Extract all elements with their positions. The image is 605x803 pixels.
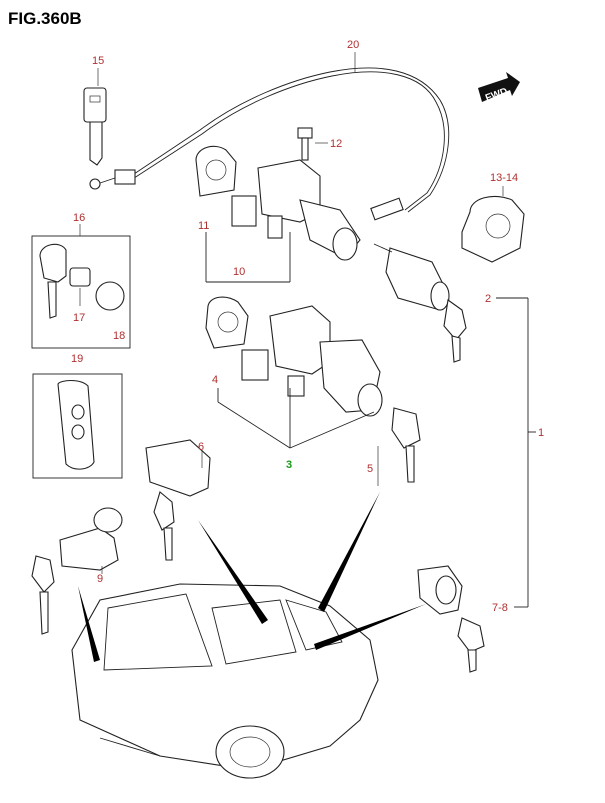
label-7-8: 7-8 — [492, 602, 508, 614]
forward-arrow-icon: FWD — [478, 72, 520, 104]
label-13-14: 13-14 — [490, 172, 518, 184]
lock-part-7-8[interactable] — [417, 565, 485, 673]
ignition-lock-assembly-3[interactable] — [205, 296, 421, 483]
label-3[interactable]: 3 — [286, 459, 292, 471]
key-part-15[interactable] — [83, 68, 107, 166]
label-9: 9 — [97, 573, 103, 585]
door-lock-cylinder-2[interactable] — [373, 243, 467, 363]
assembly-bracket-1 — [496, 297, 536, 608]
pointer-arrows — [78, 492, 426, 662]
cable-part[interactable] — [89, 52, 450, 221]
latch-part-6[interactable] — [145, 439, 211, 561]
label-10: 10 — [233, 266, 245, 278]
label-5: 5 — [367, 463, 373, 475]
figure-title: FIG.360B — [8, 9, 82, 28]
label-4: 4 — [212, 374, 218, 386]
label-1: 1 — [538, 427, 544, 439]
label-12: 12 — [330, 138, 342, 150]
cylinder-part-9[interactable] — [31, 507, 123, 635]
key-box-16[interactable] — [31, 224, 131, 349]
bolt-part-12[interactable] — [297, 127, 328, 161]
label-2: 2 — [485, 293, 491, 305]
label-19: 19 — [71, 353, 83, 365]
label-15: 15 — [92, 55, 104, 67]
assembly-bracket-10 — [205, 232, 291, 283]
sensor-part-13-14[interactable] — [461, 186, 525, 263]
vehicle-illustration — [71, 583, 379, 779]
label-20: 20 — [347, 39, 359, 51]
assembly-bracket-3 — [217, 388, 379, 486]
label-17: 17 — [73, 312, 85, 324]
remote-fob-box-19[interactable] — [32, 373, 123, 479]
label-18: 18 — [113, 330, 125, 342]
label-11: 11 — [198, 220, 209, 232]
upper-lock-assembly[interactable] — [195, 145, 361, 261]
label-16: 16 — [73, 212, 85, 224]
label-6: 6 — [198, 441, 204, 453]
